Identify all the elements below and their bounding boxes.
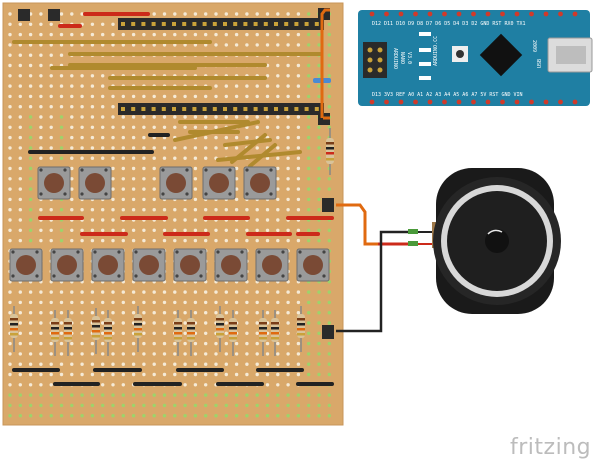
pin-header-top xyxy=(118,18,324,30)
resistor xyxy=(271,310,279,356)
resistors xyxy=(10,306,305,356)
tactile-button xyxy=(173,248,207,282)
copper-strip xyxy=(230,133,267,164)
resistor xyxy=(64,310,72,356)
resistor xyxy=(187,310,195,356)
nano-led-rx xyxy=(419,48,431,52)
tactile-button xyxy=(9,248,43,282)
resistor xyxy=(92,308,100,354)
tactile-button xyxy=(202,166,236,200)
tactile-buttons xyxy=(9,166,330,282)
tactile-button xyxy=(243,166,277,200)
copper-strip xyxy=(223,138,272,147)
nano-year: 2009 xyxy=(531,40,537,52)
nano-brand: ARDUINO.CC xyxy=(433,36,439,66)
nano-usb-label: USB xyxy=(537,59,543,68)
tactile-button xyxy=(50,248,84,282)
copper-strip xyxy=(173,120,260,142)
nano-bottom-pin-labels: D13 3V3 REF A0 A1 A2 A3 A4 A5 A6 A7 5V R… xyxy=(372,92,523,98)
nano-led-l xyxy=(419,76,431,80)
resistor xyxy=(229,310,237,356)
connector-block xyxy=(322,198,334,212)
tactile-button xyxy=(78,166,112,200)
resistor xyxy=(51,310,59,356)
jumper-wires xyxy=(12,12,334,386)
copper-strip xyxy=(248,143,277,168)
jumper-block xyxy=(18,9,30,21)
resistor xyxy=(216,306,224,352)
jumper-block xyxy=(48,9,60,21)
fritzing-watermark: fritzing xyxy=(510,435,591,460)
microcontroller-chip xyxy=(479,33,523,77)
resistor xyxy=(134,306,142,352)
nano-led-pwr xyxy=(419,62,431,66)
resistor xyxy=(326,128,334,175)
pin-header-middle xyxy=(118,103,324,115)
resistor xyxy=(104,310,112,356)
tactile-button xyxy=(132,248,166,282)
nano-name-line-3: V3.0 xyxy=(406,52,412,64)
tactile-button xyxy=(296,248,330,282)
tactile-button xyxy=(255,248,289,282)
speaker-wires xyxy=(320,8,436,333)
resistor xyxy=(10,306,18,352)
connector-block xyxy=(322,325,334,339)
tactile-button xyxy=(159,166,193,200)
tactile-button xyxy=(37,166,71,200)
speaker xyxy=(432,168,561,314)
stripboard xyxy=(2,2,344,426)
arduino-nano: D12 D11 D10 D9 D8 D7 D6 D5 D4 D3 D2 GND … xyxy=(358,10,593,106)
copper-strips xyxy=(12,40,322,168)
nano-led-tx xyxy=(419,32,431,36)
icsp-header xyxy=(363,42,387,78)
tactile-button xyxy=(91,248,125,282)
resistor xyxy=(174,310,182,356)
resistor xyxy=(297,306,305,352)
nano-top-pin-labels: D12 D11 D10 D9 D8 D7 D6 D5 D4 D3 D2 GND … xyxy=(372,21,526,27)
nano-name-line-2: NANO xyxy=(399,52,405,64)
nano-name-line-1: ARDUINO xyxy=(392,48,398,69)
tactile-button xyxy=(214,248,248,282)
resistor xyxy=(259,310,267,356)
